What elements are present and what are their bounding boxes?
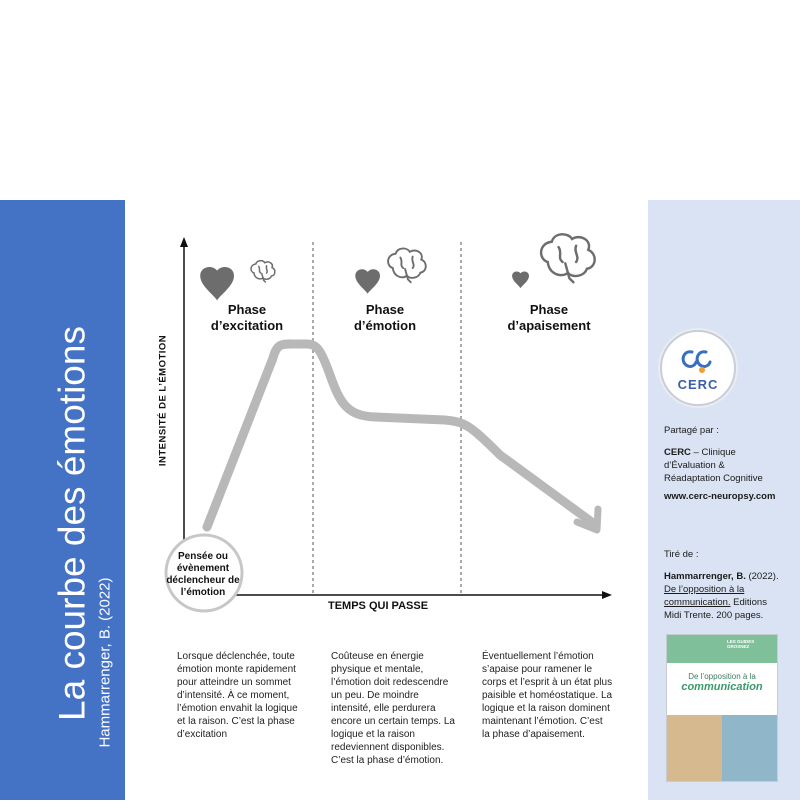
- book-photo: [722, 715, 777, 781]
- description-excitation: Lorsque déclenchée, toute émotion monte …: [177, 650, 317, 741]
- heart-icon: [200, 267, 234, 301]
- citation-line: communication. Editions: [664, 596, 794, 609]
- trigger-label: Pensée ou évènement déclencheur de l’émo…: [163, 551, 243, 599]
- description-line: maintenant l’émotion. C’est: [482, 715, 632, 728]
- organization-block: CERC – Clinique d’Évaluation & Réadaptat…: [664, 446, 794, 485]
- book-photo: [667, 715, 722, 781]
- heart-icon: [355, 269, 380, 293]
- description-emotion: Coûteuse en énergie physique et mentale,…: [331, 650, 471, 767]
- citation-year: (2022).: [746, 571, 779, 582]
- description-line: redeviennent disponibles.: [331, 741, 471, 754]
- description-line: C’est la phase d’émotion.: [331, 754, 471, 767]
- description-line: logique et la raison: [331, 728, 471, 741]
- description-line: physique et mentale,: [331, 663, 471, 676]
- brain-icon: [251, 261, 275, 282]
- brain-icon: [541, 234, 595, 282]
- description-line: d’excitation: [177, 728, 317, 741]
- description-line: pour atteindre un sommet: [177, 676, 317, 689]
- page-subtitle: Hammarrenger, B. (2022): [98, 553, 113, 773]
- phase-title-line: Phase: [182, 302, 312, 318]
- citation-title: De l’opposition à la: [664, 583, 794, 596]
- description-line: Lorsque déclenchée, toute: [177, 650, 317, 663]
- description-line: corps et l’esprit à un état plus: [482, 676, 632, 689]
- citation-author: Hammarrenger, B.: [664, 571, 746, 582]
- shared-by-label: Partagé par :: [664, 424, 794, 437]
- phase-title-line: d’émotion: [320, 318, 450, 334]
- heart-icon: [512, 271, 529, 288]
- phase-title-line: Phase: [320, 302, 450, 318]
- description-line: un peu. De moindre: [331, 689, 471, 702]
- phase-title-line: Phase: [484, 302, 614, 318]
- y-axis-arrowhead: [180, 237, 188, 247]
- description-line: l’émotion doit redescendre: [331, 676, 471, 689]
- page-title: La courbe des émotions: [54, 244, 91, 804]
- organization-desc: – Clinique: [691, 447, 736, 458]
- website-link[interactable]: www.cerc-neuropsy.com: [664, 490, 794, 503]
- book-title: De l’opposition à la: [667, 672, 777, 681]
- description-line: paisible et homéostatique. La: [482, 689, 632, 702]
- description-line: émotion monte rapidement: [177, 663, 317, 676]
- description-apaisement: Éventuellement l’émotion s’apaise pour r…: [482, 650, 632, 741]
- x-axis-label: TEMPS QUI PASSE: [328, 600, 428, 612]
- organization-line: CERC – Clinique: [664, 446, 794, 459]
- citation-title: communication.: [664, 597, 731, 608]
- description-line: d’intensité. À ce moment,: [177, 689, 317, 702]
- phase-title-emotion: Phase d’émotion: [320, 302, 450, 334]
- cerc-logo: CERC: [660, 330, 736, 406]
- top-whitespace: [0, 0, 800, 200]
- x-axis-arrowhead: [602, 591, 612, 599]
- description-line: encore un certain temps. La: [331, 715, 471, 728]
- emotion-curve: [207, 344, 593, 527]
- phase-title-apaisement: Phase d’apaisement: [484, 302, 614, 334]
- y-axis-label: INTENSITÉ DE L’ÉMOTION: [158, 301, 169, 501]
- citation-block: Hammarrenger, B. (2022). De l’opposition…: [664, 570, 794, 622]
- brain-icon: [388, 248, 426, 282]
- citation-line: Hammarrenger, B. (2022).: [664, 570, 794, 583]
- description-line: et la raison. C’est la phase: [177, 715, 317, 728]
- description-line: s’apaise pour ramener le: [482, 663, 632, 676]
- logo-mark-icon: [662, 332, 734, 404]
- phase-title-excitation: Phase d’excitation: [182, 302, 312, 334]
- description-line: intensité, elle perdurera: [331, 702, 471, 715]
- description-line: Coûteuse en énergie: [331, 650, 471, 663]
- book-series: LES GUIDES GROSNEZ: [727, 639, 773, 649]
- book-title: communication: [667, 681, 777, 693]
- description-line: logique et la raison dominent: [482, 702, 632, 715]
- citation-line: Midi Trente. 200 pages.: [664, 609, 794, 622]
- phase-title-line: d’excitation: [182, 318, 312, 334]
- organization-line: Réadaptation Cognitive: [664, 472, 794, 485]
- description-line: Éventuellement l’émotion: [482, 650, 632, 663]
- description-line: l’émotion envahit la logique: [177, 702, 317, 715]
- phase-title-line: d’apaisement: [484, 318, 614, 334]
- emotion-curve-diagram: INTENSITÉ DE L’ÉMOTION TEMPS QUI PASSE P…: [125, 200, 648, 800]
- description-line: la phase d’apaisement.: [482, 728, 632, 741]
- logo-text: CERC: [662, 377, 734, 392]
- organization-name: CERC: [664, 447, 691, 458]
- citation-publisher: Editions: [731, 597, 767, 608]
- book-cover: LES GUIDES GROSNEZ De l’opposition à la …: [666, 634, 778, 782]
- organization-line: d’Évaluation &: [664, 459, 794, 472]
- source-label: Tiré de :: [664, 548, 794, 561]
